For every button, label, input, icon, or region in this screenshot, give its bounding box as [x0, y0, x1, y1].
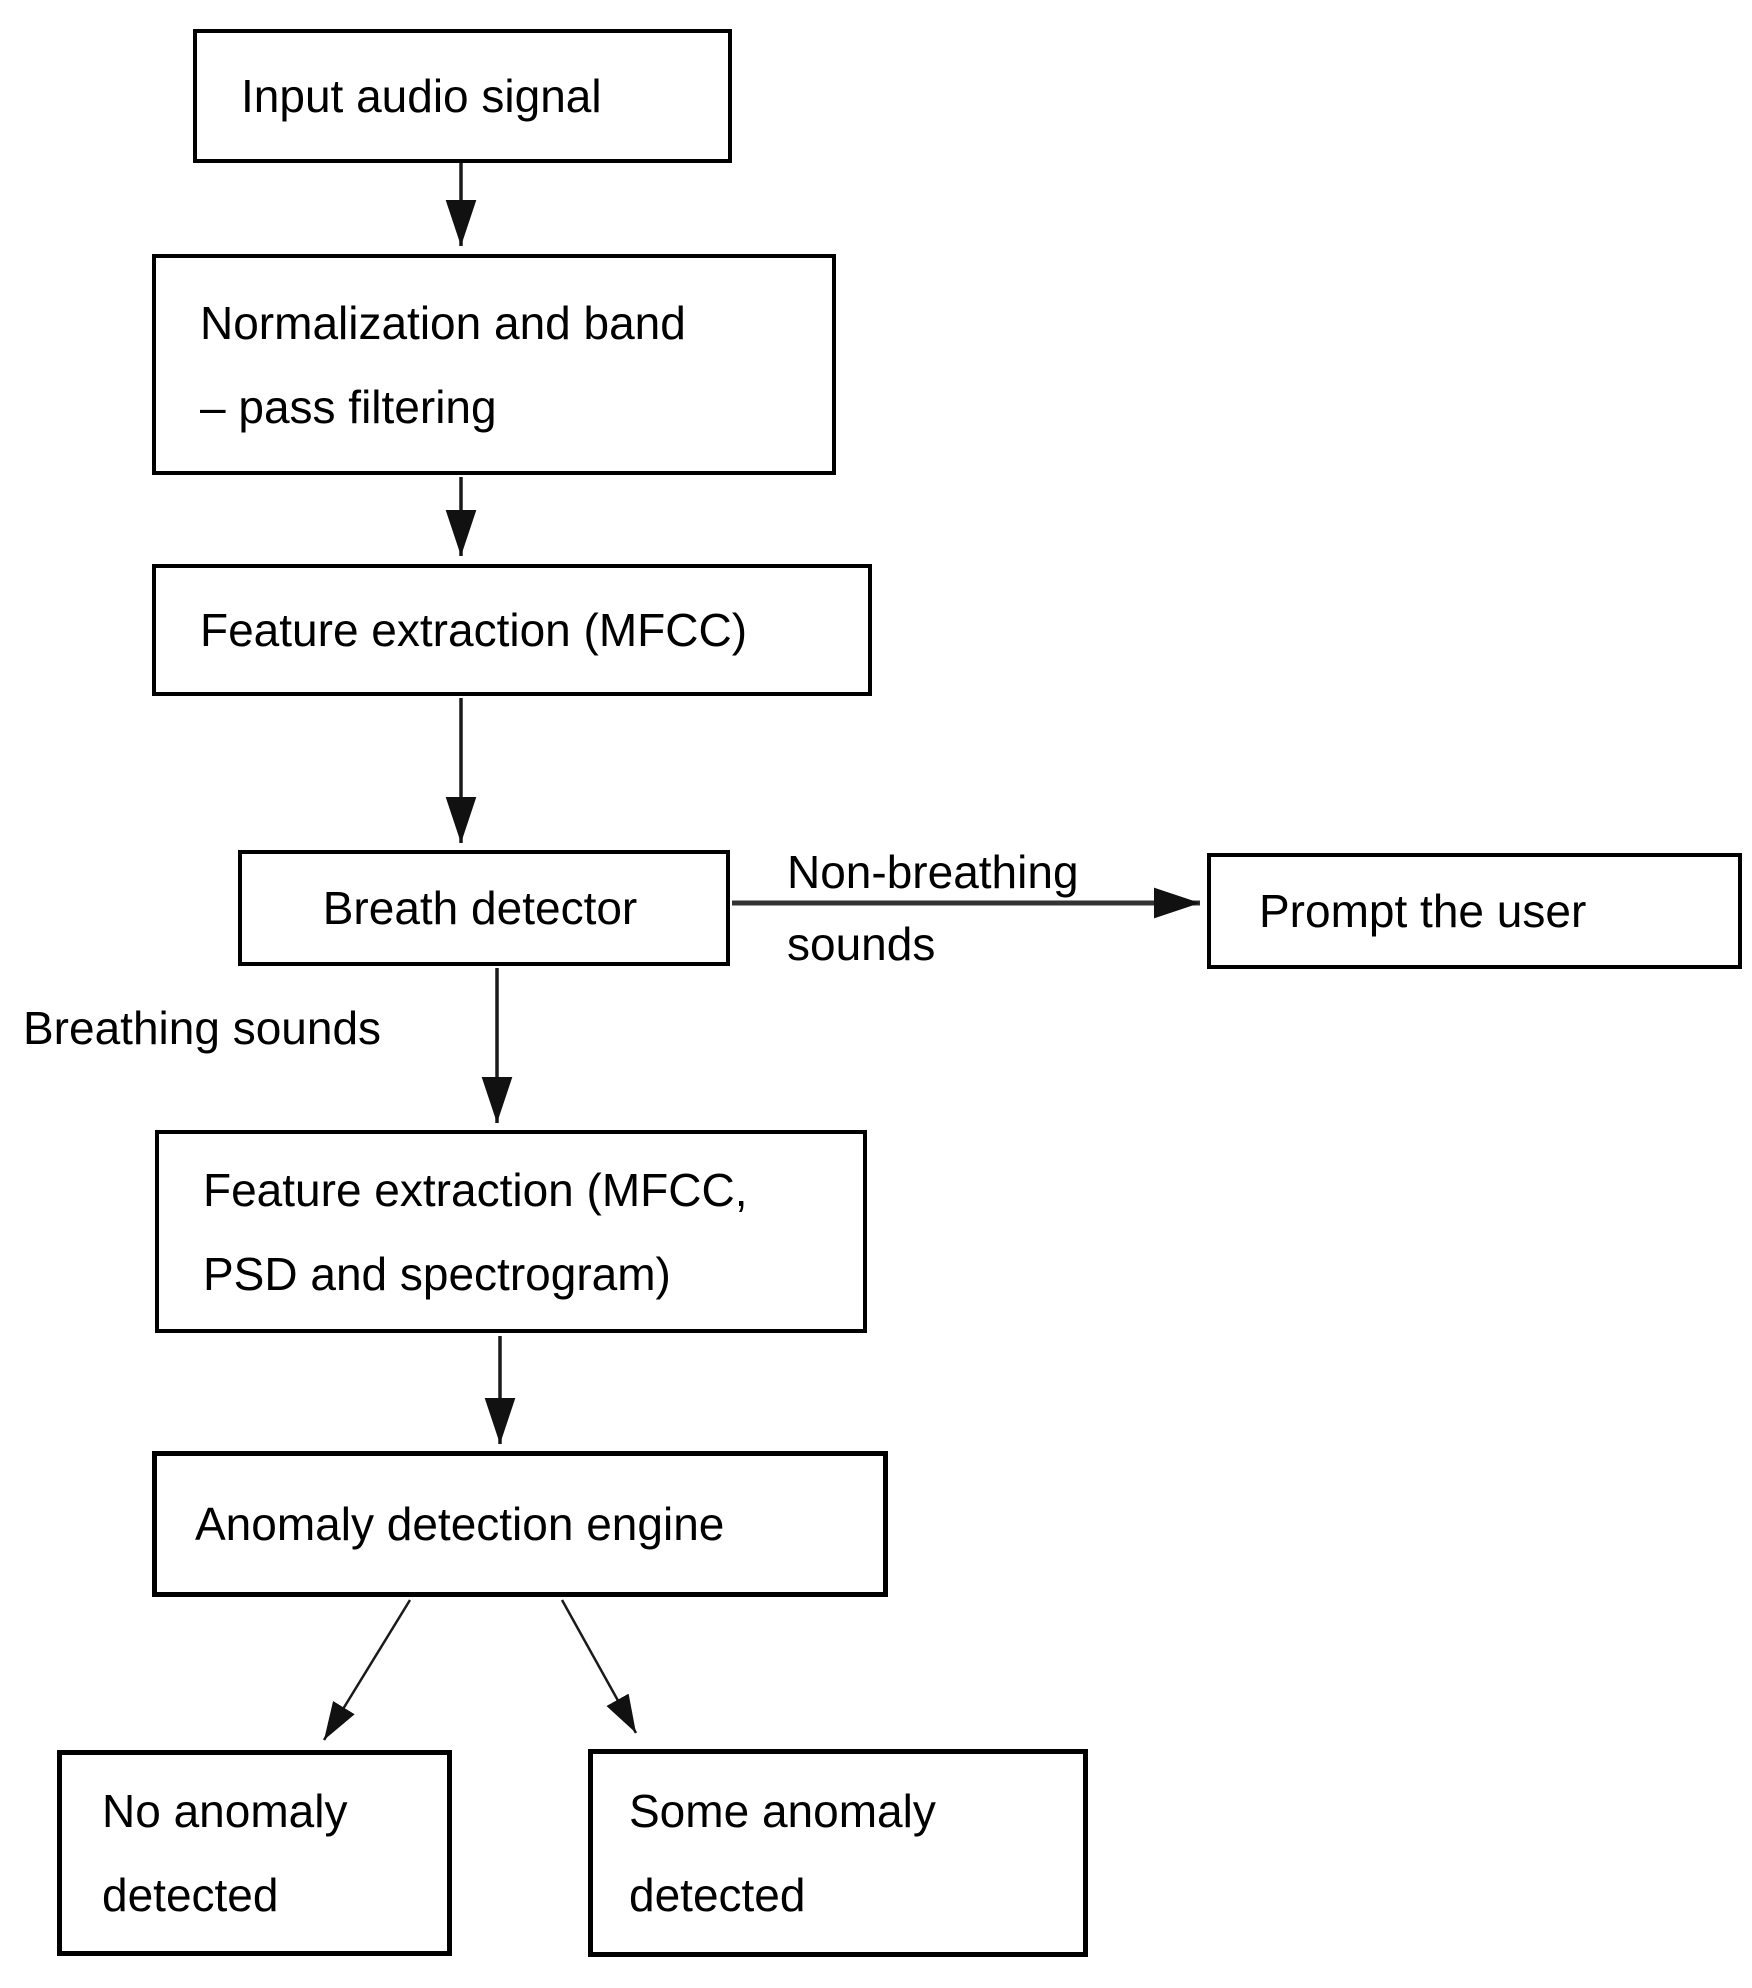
node-label: Input audio signal	[241, 70, 602, 122]
node-normalization-bandpass: Normalization and band – pass filtering	[152, 254, 836, 475]
node-no-anomaly-detected: No anomaly detected	[57, 1750, 452, 1956]
node-some-anomaly-detected: Some anomaly detected	[588, 1749, 1088, 1957]
node-label-line2: detected	[102, 1869, 279, 1921]
node-feature-extraction-mfcc: Feature extraction (MFCC)	[152, 564, 872, 696]
node-label: Feature extraction (MFCC)	[200, 604, 748, 656]
node-label: Anomaly detection engine	[195, 1498, 725, 1550]
node-label: Breath detector	[322, 882, 638, 934]
node-prompt-the-user: Prompt the user	[1207, 853, 1742, 969]
connector-anomaly-engine-to-no-anomaly	[322, 1599, 412, 1741]
node-label-line1: Normalization and band	[200, 296, 686, 349]
edge-label-breathing-sounds: Breathing sounds	[23, 992, 381, 1064]
node-label-line1: No anomaly	[102, 1785, 348, 1837]
edge-label-line2: sounds	[787, 918, 936, 970]
node-label-line1: Feature extraction (MFCC,	[203, 1163, 748, 1216]
edge-label-non-breathing-sounds: Non-breathing sounds	[787, 836, 1079, 980]
node-anomaly-detection-engine: Anomaly detection engine	[152, 1451, 888, 1597]
node-label-line2: PSD and spectrogram)	[203, 1247, 671, 1300]
node-breath-detector: Breath detector	[238, 850, 730, 966]
node-label-line2: – pass filtering	[200, 380, 497, 433]
node-input-audio-signal: Input audio signal	[193, 29, 732, 163]
node-feature-extraction-full: Feature extraction (MFCC, PSD and spectr…	[155, 1130, 867, 1333]
edge-label-line1: Non-breathing	[787, 846, 1079, 898]
connector-anomaly-engine-to-some-anomaly	[560, 1599, 638, 1734]
node-label-line1: Some anomaly	[629, 1785, 936, 1837]
node-label: Prompt the user	[1259, 885, 1587, 937]
edge-label-line1: Breathing sounds	[23, 1002, 382, 1054]
node-label-line2: detected	[629, 1869, 806, 1921]
